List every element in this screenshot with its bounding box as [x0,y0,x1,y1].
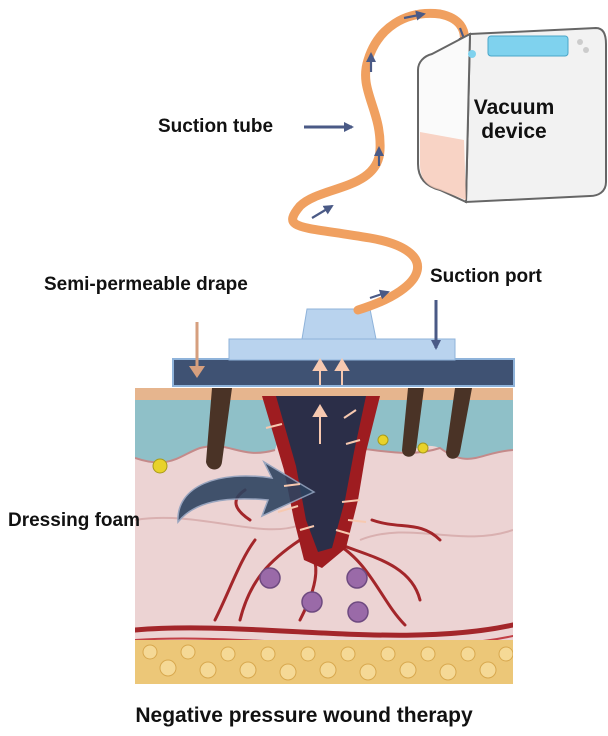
skin-tissue-block [135,388,513,684]
drape-label: Semi-permeable drape [44,274,248,296]
vacuum-device-label-line1: Vacuum [458,96,570,120]
vacuum-device-label: Vacuum device [458,96,570,144]
suction-port [302,309,376,339]
device-screen [488,36,568,56]
semi-permeable-drape [229,339,455,360]
diagram-caption: Negative pressure wound therapy [0,704,608,728]
suction-port-label: Suction port [430,266,542,288]
fat-layer [135,640,513,684]
vacuum-device-label-line2: device [458,120,570,144]
dressing-foam-label: Dressing foam [8,510,140,532]
suction-tube-label: Suction tube [158,116,273,138]
